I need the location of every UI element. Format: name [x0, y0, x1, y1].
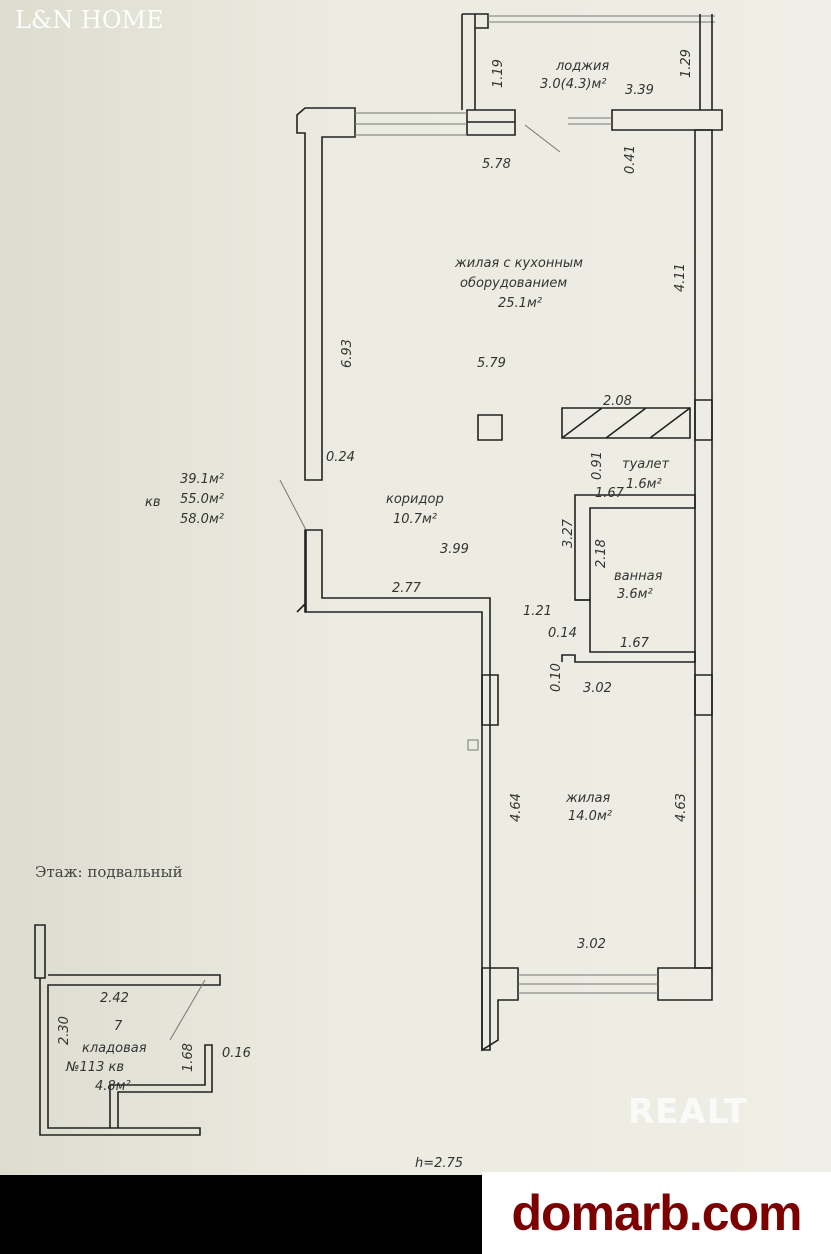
site-name: domarb.com: [511, 1185, 802, 1241]
loggia-name: лоджия: [555, 59, 609, 74]
living-kitchen-line2: оборудованием: [460, 276, 567, 291]
storage-dim-016: 0.16: [222, 1046, 251, 1061]
dim-302-bottom: 3.02: [577, 937, 606, 952]
dim-024: 0.24: [326, 450, 355, 465]
floor-label: Этаж: подвальный: [35, 863, 183, 881]
dim-464: 4.64: [509, 793, 524, 822]
apt-area-2: 55.0м²: [180, 492, 224, 507]
dim-167-top: 1.67: [595, 486, 625, 501]
corridor-area: 10.7м²: [393, 512, 437, 527]
floor-plan-drawing: лоджия 3.0(4.3)м² 3.39 1.19 1.29 5.78 0.…: [34, 13, 723, 1171]
bathroom-name: ванная: [614, 569, 663, 584]
dim-463: 4.63: [674, 793, 689, 822]
dim-121: 1.21: [523, 604, 552, 619]
dim-579: 5.79: [477, 356, 506, 371]
dim-578: 5.78: [482, 157, 511, 172]
dim-277: 2.77: [392, 581, 422, 596]
loggia-dim-left: 1.19: [491, 59, 506, 88]
storage-dim-242: 2.42: [100, 991, 129, 1006]
loggia-area: 3.0(4.3)м²: [540, 77, 607, 92]
apt-area-3: 58.0м²: [180, 512, 224, 527]
dim-167-bottom: 1.67: [620, 636, 650, 651]
bathroom-area: 3.6м²: [617, 587, 653, 602]
corridor-name: коридор: [386, 492, 444, 507]
apt-label: кв: [145, 495, 161, 510]
living-room-area: 14.0м²: [568, 809, 612, 824]
dim-302-mid: 3.02: [583, 681, 612, 696]
loggia-width: 3.39: [625, 83, 654, 98]
storage-area: 4.8м²: [95, 1079, 131, 1094]
dim-399: 3.99: [440, 542, 469, 557]
agency-watermark: L&N HOME: [15, 6, 164, 34]
dim-010: 0.10: [549, 663, 564, 692]
storage-name: кладовая: [82, 1041, 147, 1056]
living-kitchen-line1: жилая с кухонным: [454, 256, 583, 271]
storage-number: 7: [114, 1019, 123, 1034]
living-kitchen-area: 25.1м²: [498, 296, 542, 311]
dim-327: 3.27: [561, 518, 576, 548]
site-watermark: domarb.com: [482, 1172, 831, 1254]
dim-041: 0.41: [623, 145, 638, 174]
dim-693: 6.93: [340, 339, 355, 368]
storage-dim-230: 2.30: [57, 1016, 72, 1045]
dim-218: 2.18: [594, 539, 609, 568]
toilet-name: туалет: [622, 457, 670, 472]
dim-014: 0.14: [548, 626, 577, 641]
apt-area-1: 39.1м²: [180, 472, 224, 487]
loggia-walls: [461, 13, 723, 153]
main-walls: [279, 107, 713, 1052]
toilet-area: 1.6м²: [626, 477, 662, 492]
loggia-dim-right: 1.29: [679, 49, 694, 78]
realt-watermark: REALT: [628, 1092, 748, 1132]
storage-apt: №113 кв: [65, 1060, 124, 1075]
floor-plan: лоджия 3.0(4.3)м² 3.39 1.19 1.29 5.78 0.…: [0, 0, 831, 1175]
dim-411: 4.11: [673, 263, 688, 292]
storage-walls: [34, 924, 221, 1136]
dim-091: 0.91: [590, 451, 605, 480]
ceiling-height: h=2.75: [415, 1156, 463, 1171]
living-room-name: жилая: [565, 791, 610, 806]
storage-dim-168: 1.68: [181, 1043, 196, 1072]
dim-208: 2.08: [603, 394, 632, 409]
